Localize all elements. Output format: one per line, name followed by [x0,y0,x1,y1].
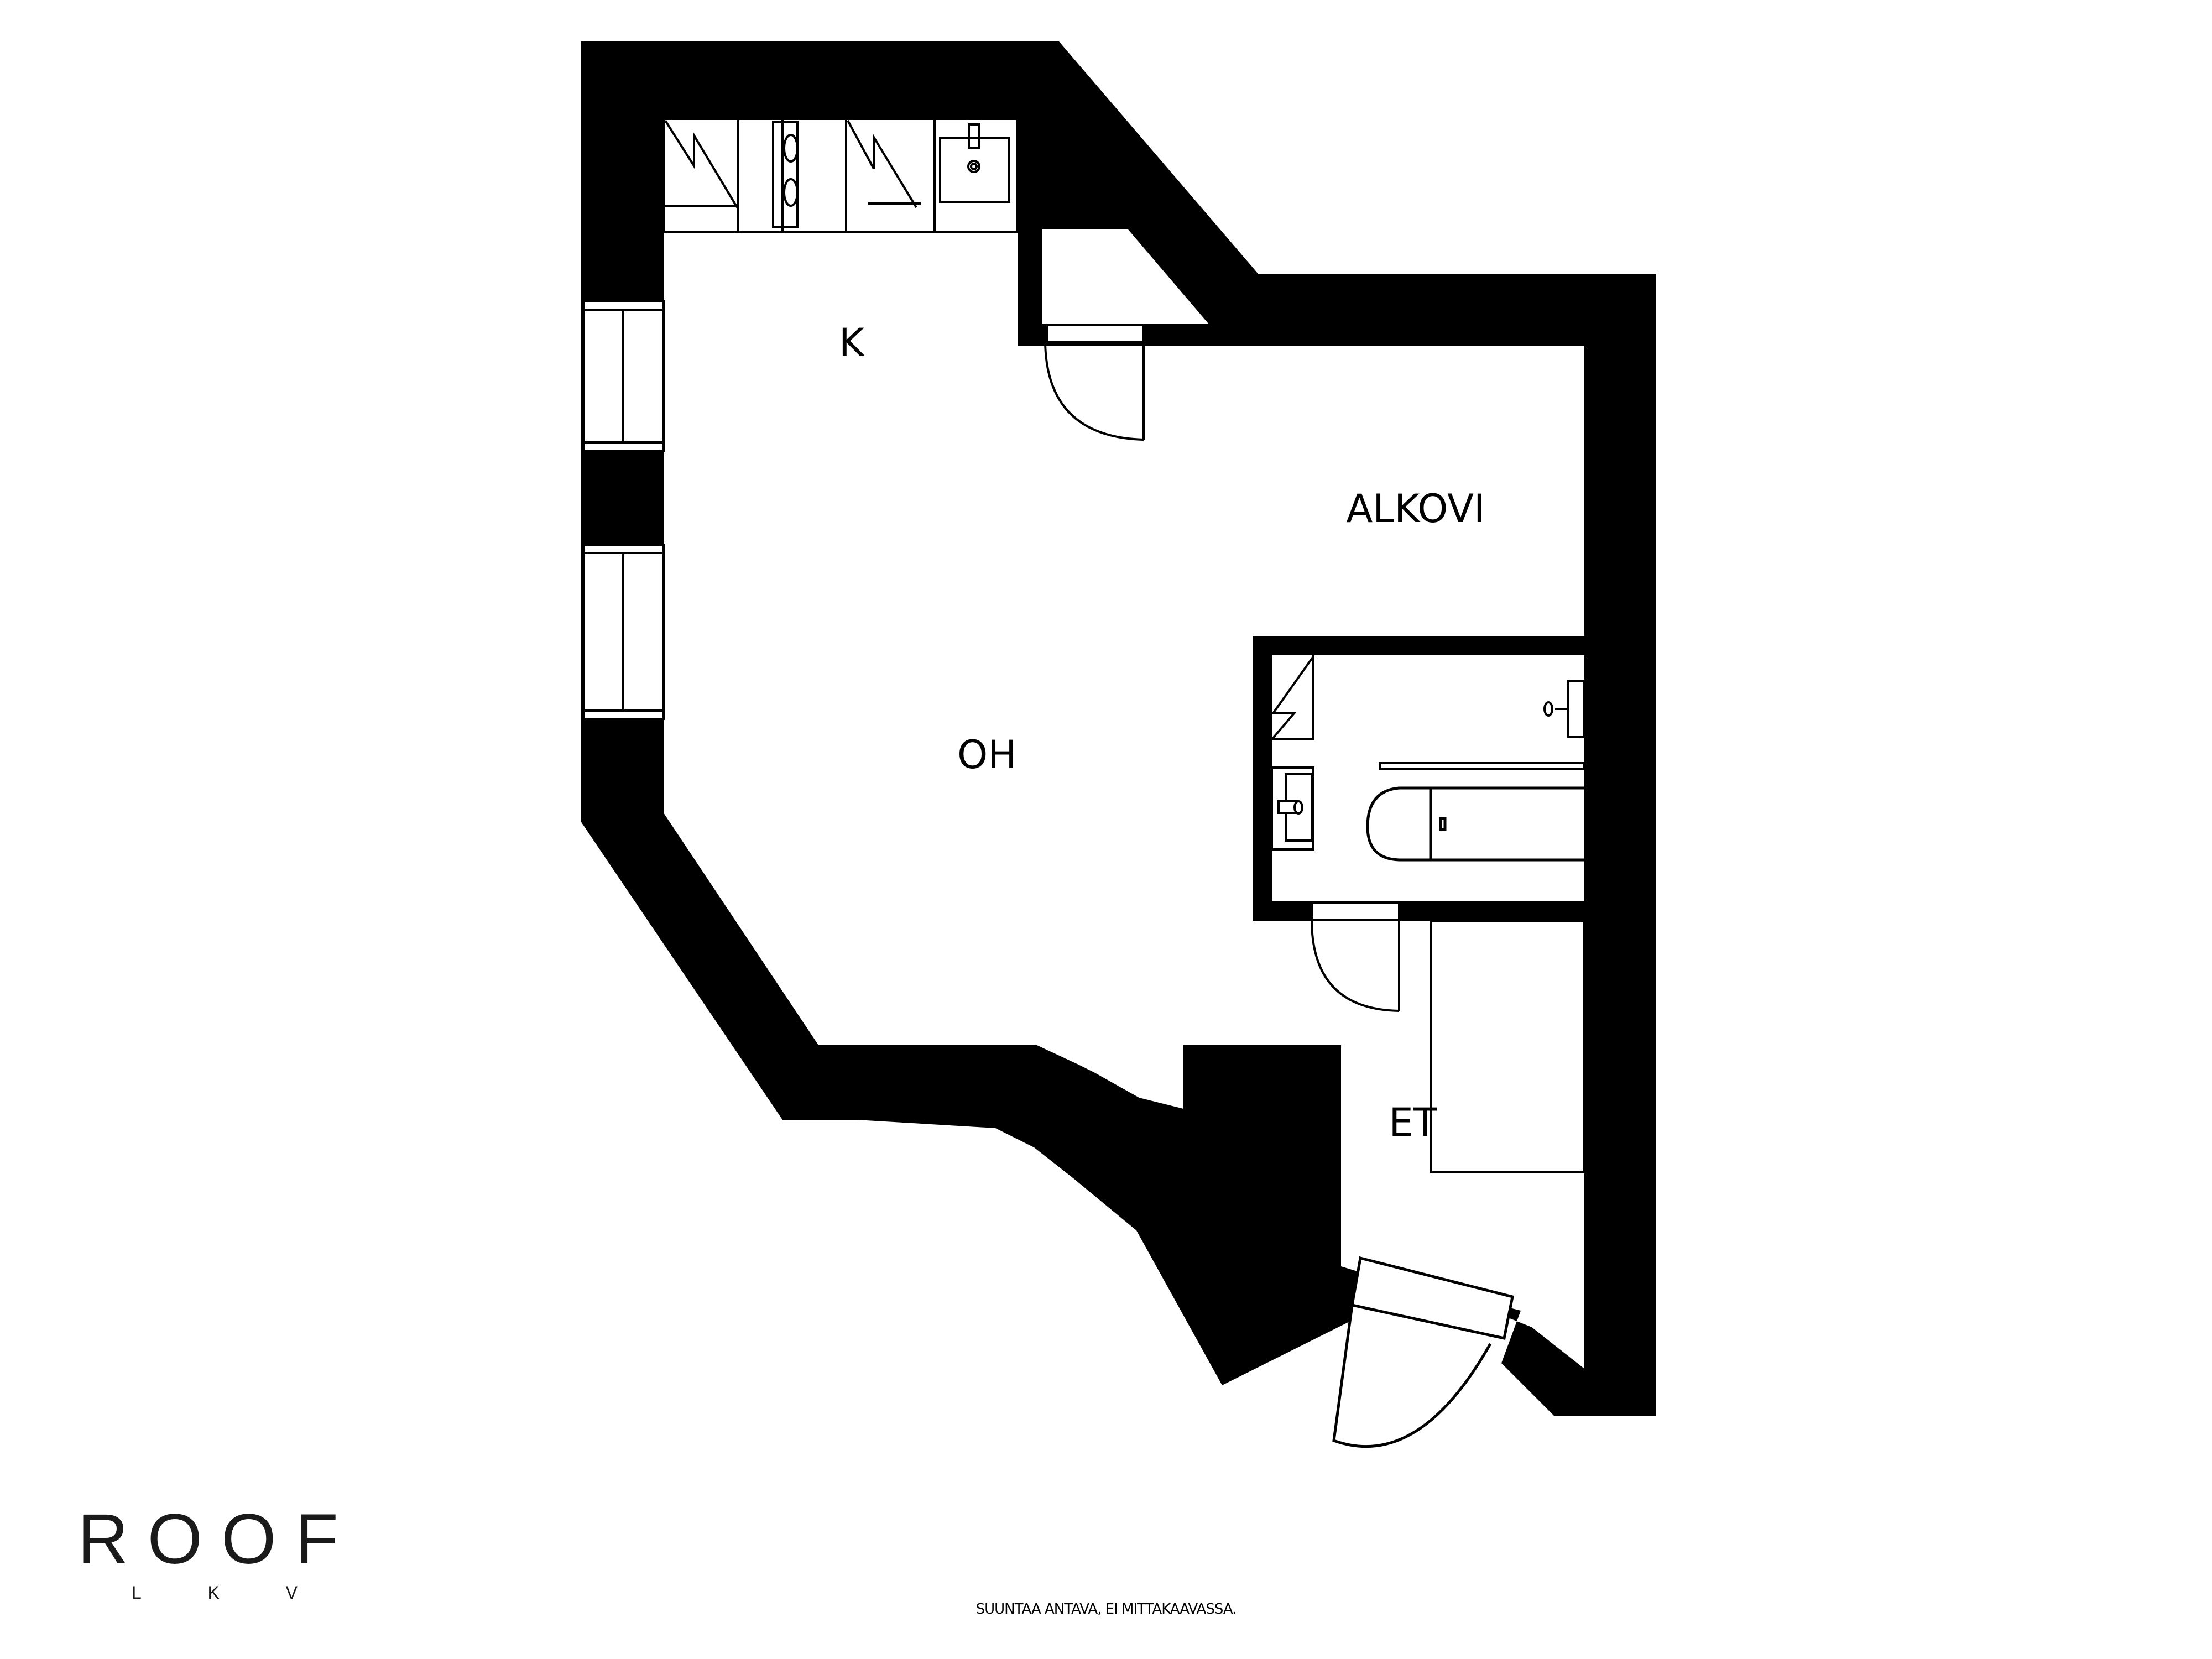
logo-sub-letter: L [132,1583,142,1603]
window-upper [582,300,665,452]
fridge-icon [664,119,738,208]
room-label-alcove: ALKOVI [1346,486,1485,531]
shower-faucet-icon [1543,680,1585,738]
logo-subtitle: L K V [77,1583,298,1603]
company-logo: ROOF L K V [77,1504,387,1603]
room-label-living-room: OH [957,732,1017,778]
entrance-door [1332,1256,1514,1448]
closet-wall-left [1018,119,1042,346]
kitchen-closet [1042,229,1208,324]
room-label-kitchen: K [839,320,864,366]
toilet-icon [1366,786,1584,862]
logo-sub-letter: V [285,1583,298,1603]
stove-icon [772,121,799,228]
scale-disclaimer: SUUNTAA ANTAVA, EI MITTAKAAVASSA. [975,1601,1237,1618]
exterior-walls [581,41,1656,1416]
towel-rail [1379,762,1585,770]
wash-basin-icon [1271,766,1314,851]
shower-icon [1271,655,1314,740]
wardrobe [1430,920,1585,1173]
closet-door [1044,324,1145,441]
dishwasher-icon [847,120,917,208]
bathroom-door [1311,901,1400,1012]
room-label-entrance-hall: ET [1389,1100,1437,1145]
kitchen-counter [662,118,1019,233]
window-lower [582,544,665,720]
logo-sub-letter: K [207,1583,220,1603]
kitchen-sink-icon [939,123,1010,203]
logo-wordmark: ROOF [77,1500,357,1579]
